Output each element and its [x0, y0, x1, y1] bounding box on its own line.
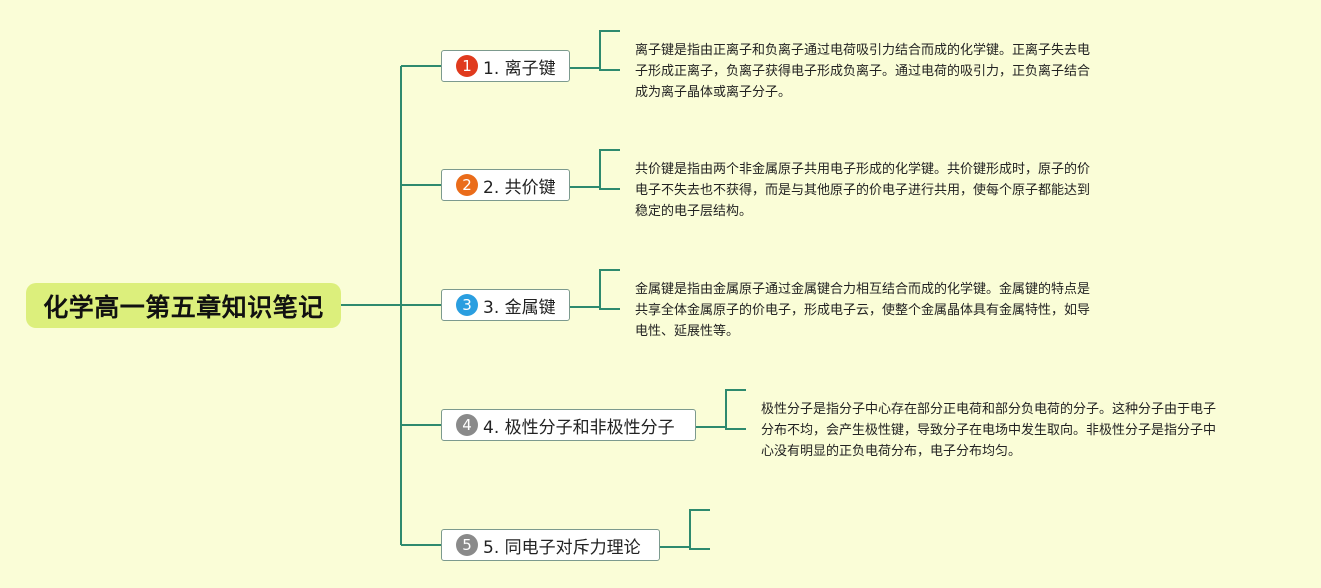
description-line: 分布不均，会产生极性键，导致分子在电场中发生取向。非极性分子是指分子中	[761, 423, 1217, 438]
root-topic[interactable]: 化学高一第五章知识笔记	[26, 283, 341, 328]
detail-bracket-5	[689, 509, 710, 550]
description-line: 共价键是指由两个非金属原子共用电子形成的化学键。共价键形成时，原子的价	[635, 162, 1091, 177]
description-line: 成为离子晶体或离子分子。	[635, 85, 792, 100]
detail-bracket-1	[599, 30, 620, 71]
number-badge-icon: 3	[456, 294, 478, 316]
description-line: 稳定的电子层结构。	[635, 204, 753, 219]
detail-bracket-2	[599, 149, 620, 190]
description-line: 电子不失去也不获得，而是与其他原子的价电子进行共用，使每个原子都能达到	[635, 183, 1091, 198]
number-badge-icon: 4	[456, 414, 478, 436]
topic-label: 4. 极性分子和非极性分子	[483, 417, 675, 438]
number-badge-icon: 1	[456, 55, 478, 77]
topic-polar-molecules[interactable]: 4 4. 极性分子和非极性分子	[441, 409, 696, 441]
detail-bracket-4	[725, 389, 746, 430]
description-line: 金属键是指由金属原子通过金属键合力相互结合而成的化学键。金属键的特点是	[635, 282, 1091, 297]
description-line: 子形成正离子，负离子获得电子形成负离子。通过电荷的吸引力，正负离子结合	[635, 64, 1091, 79]
number-badge-icon: 5	[456, 534, 478, 556]
topic-description-3: 金属键是指由金属原子通过金属键合力相互结合而成的化学键。金属键的特点是 共享全体…	[635, 279, 1090, 342]
description-line: 心没有明显的正负电荷分布，电子分布均匀。	[761, 444, 1022, 459]
topic-description-2: 共价键是指由两个非金属原子共用电子形成的化学键。共价键形成时，原子的价 电子不失…	[635, 159, 1090, 222]
topic-ionic-bond[interactable]: 1 1. 离子键	[441, 50, 570, 82]
detail-bracket-3	[599, 269, 620, 310]
topic-label: 2. 共价键	[483, 177, 556, 198]
topic-metallic-bond[interactable]: 3 3. 金属键	[441, 289, 570, 321]
description-line: 电性、延展性等。	[635, 324, 740, 339]
topic-label: 3. 金属键	[483, 297, 556, 318]
topic-covalent-bond[interactable]: 2 2. 共价键	[441, 169, 570, 201]
description-line: 离子键是指由正离子和负离子通过电荷吸引力结合而成的化学键。正离子失去电	[635, 43, 1091, 58]
description-line: 共享全体金属原子的价电子，形成电子云，使整个金属晶体具有金属特性，如导	[635, 303, 1091, 318]
topic-electron-pair-repulsion[interactable]: 5 5. 同电子对斥力理论	[441, 529, 660, 561]
topic-description-4: 极性分子是指分子中心存在部分正电荷和部分负电荷的分子。这种分子由于电子 分布不均…	[761, 399, 1216, 462]
topic-description-1: 离子键是指由正离子和负离子通过电荷吸引力结合而成的化学键。正离子失去电 子形成正…	[635, 40, 1090, 103]
topic-label: 1. 离子键	[483, 58, 556, 79]
description-line: 极性分子是指分子中心存在部分正电荷和部分负电荷的分子。这种分子由于电子	[761, 402, 1217, 417]
number-badge-icon: 2	[456, 174, 478, 196]
topic-label: 5. 同电子对斥力理论	[483, 537, 641, 558]
